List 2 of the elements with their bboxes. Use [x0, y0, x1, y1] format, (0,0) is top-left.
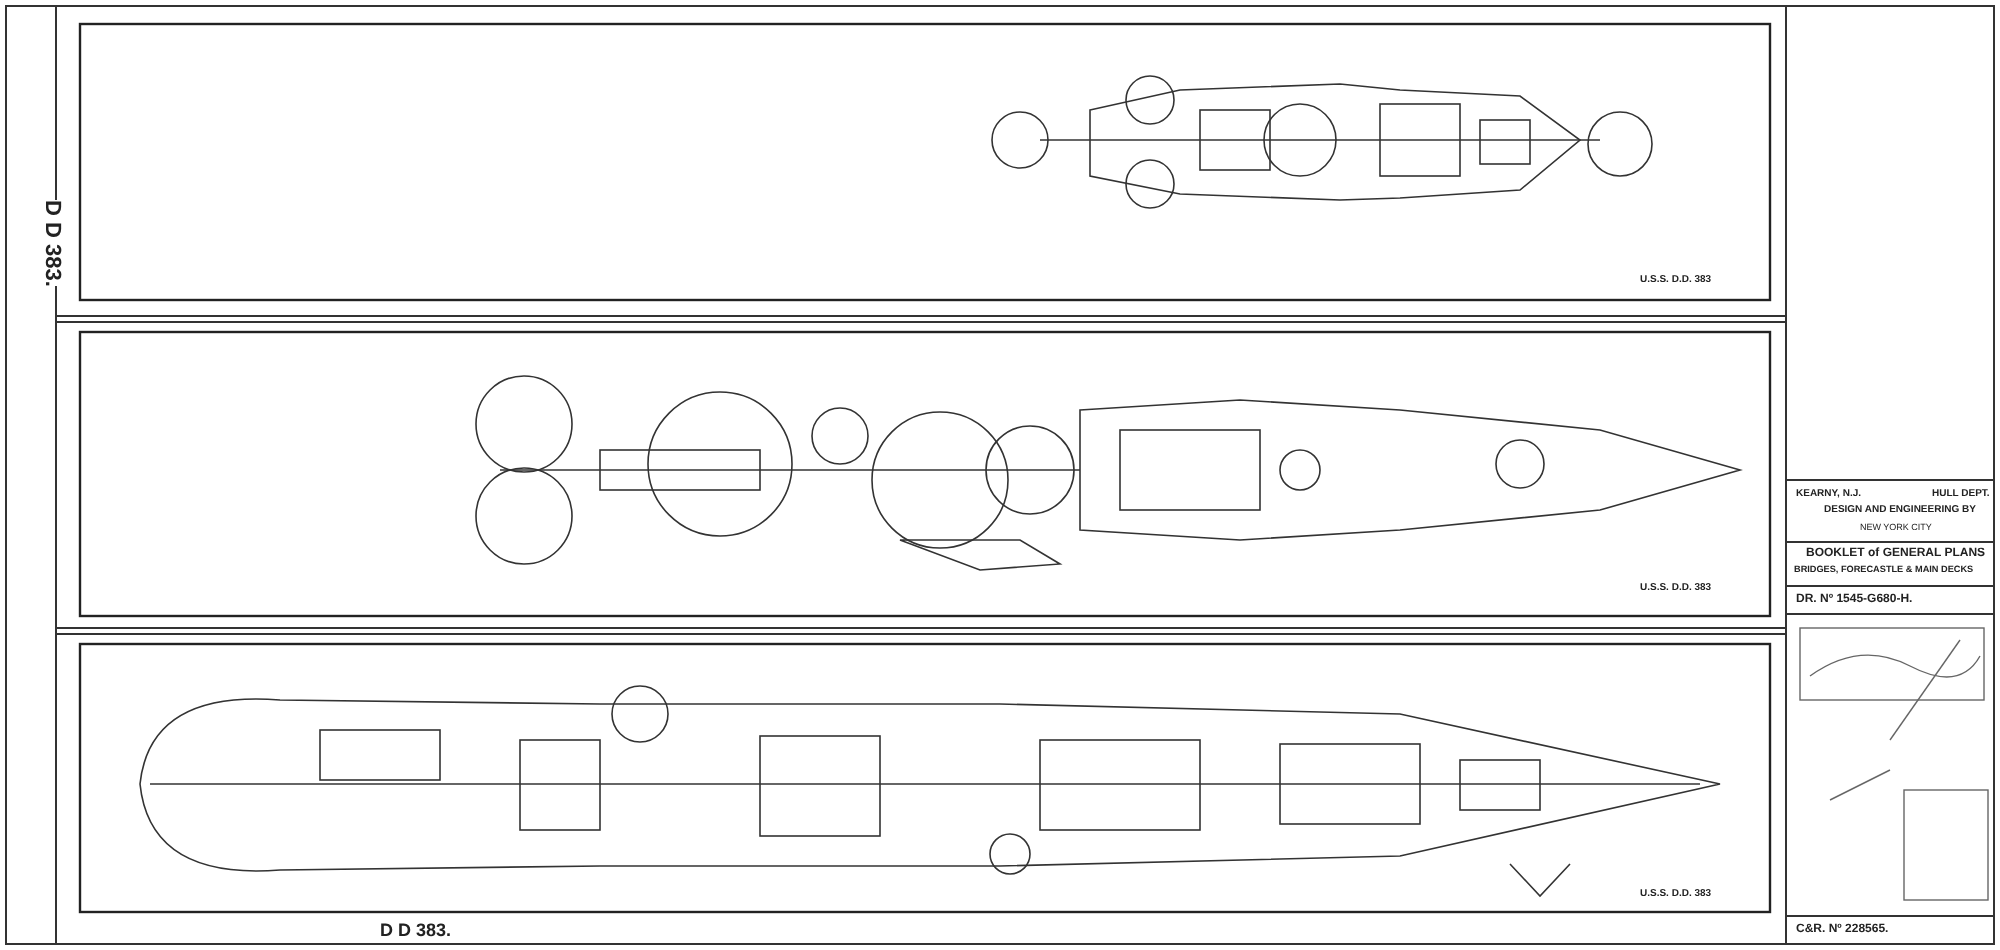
sheet-number: D D 383. — [40, 200, 62, 287]
sheet-number: D D 383. — [380, 922, 452, 940]
